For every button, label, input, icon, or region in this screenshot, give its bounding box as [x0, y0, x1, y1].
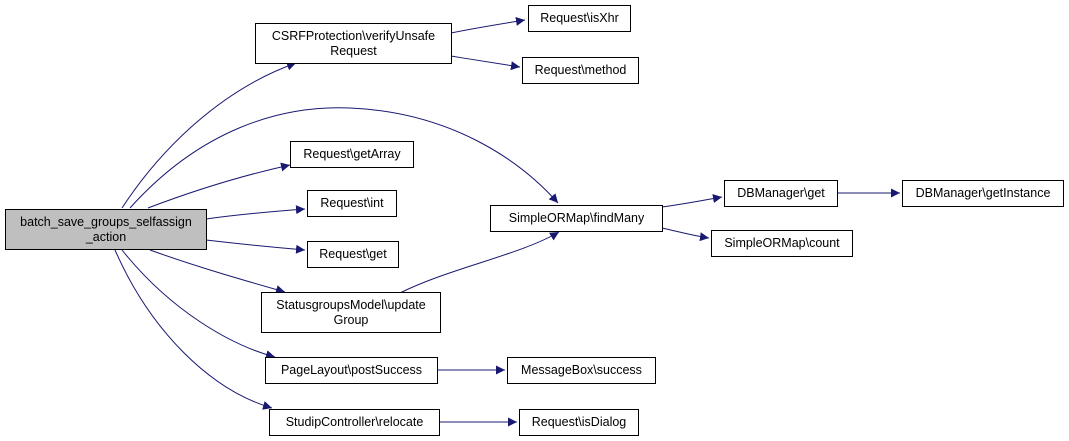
node-label: CSRFProtection\verifyUnsafe Request — [271, 28, 436, 58]
edge-batch-to-int — [205, 205, 306, 220]
edge-batch-to-getarray — [147, 162, 291, 209]
node-dbmanager-getinstance[interactable]: DBManager\getInstance — [902, 180, 1064, 207]
edge-batch-to-findmany — [129, 107, 559, 209]
edge-batch-to-csrf — [121, 61, 297, 209]
node-label: Request\isXhr — [540, 11, 619, 25]
node-simpleormap-findmany[interactable]: SimpleORMap\findMany — [490, 205, 663, 232]
node-label: Request\getArray — [303, 147, 401, 161]
edge-statusgroups-to-findmany — [399, 231, 560, 294]
node-pagelayout-postsuccess[interactable]: PageLayout\postSuccess — [265, 357, 438, 384]
edge-findmany-to-dbmanager-get — [661, 194, 723, 208]
node-label: Request\int — [320, 196, 384, 210]
node-csrf-verify-unsafe-request[interactable]: CSRFProtection\verifyUnsafe Request — [255, 23, 452, 64]
node-label: StatusgroupsModel\update Group — [276, 297, 426, 327]
node-request-isdialog[interactable]: Request\isDialog — [519, 409, 639, 436]
node-batch-save-groups-selfassign-action[interactable]: batch_save_groups_selfassign _action — [5, 209, 207, 250]
node-label: DBManager\get — [737, 186, 825, 200]
node-request-int[interactable]: Request\int — [307, 190, 397, 217]
node-request-isxhr[interactable]: Request\isXhr — [528, 5, 631, 32]
edge-batch-to-relocate — [114, 249, 273, 410]
node-label: SimpleORMap\findMany — [508, 211, 645, 225]
edge-batch-to-postsuccess — [121, 249, 276, 360]
edge-csrf-to-isxhr — [450, 16, 526, 34]
node-label: PageLayout\postSuccess — [280, 363, 423, 377]
node-statusgroups-update-group[interactable]: StatusgroupsModel\update Group — [261, 292, 441, 333]
node-label: Request\get — [319, 247, 387, 261]
node-studipcontroller-relocate[interactable]: StudipController\relocate — [269, 409, 440, 436]
node-request-method[interactable]: Request\method — [522, 57, 639, 84]
edge-csrf-to-method — [450, 55, 521, 71]
node-request-get[interactable]: Request\get — [307, 241, 399, 268]
node-label: batch_save_groups_selfassign _action — [20, 214, 192, 244]
edge-batch-to-get — [205, 239, 306, 254]
edge-findmany-to-count — [661, 227, 710, 242]
node-dbmanager-get[interactable]: DBManager\get — [724, 180, 838, 207]
node-messagebox-success[interactable]: MessageBox\success — [507, 357, 656, 384]
node-label: Request\isDialog — [531, 415, 627, 429]
node-simpleormap-count[interactable]: SimpleORMap\count — [711, 230, 853, 257]
node-label: MessageBox\success — [521, 363, 642, 377]
edge-batch-to-statusgroups — [149, 249, 286, 294]
node-label: StudipController\relocate — [285, 415, 424, 429]
node-label: SimpleORMap\count — [724, 236, 840, 250]
node-label: DBManager\getInstance — [915, 186, 1051, 200]
node-request-getarray[interactable]: Request\getArray — [290, 141, 414, 168]
node-label: Request\method — [534, 63, 627, 77]
